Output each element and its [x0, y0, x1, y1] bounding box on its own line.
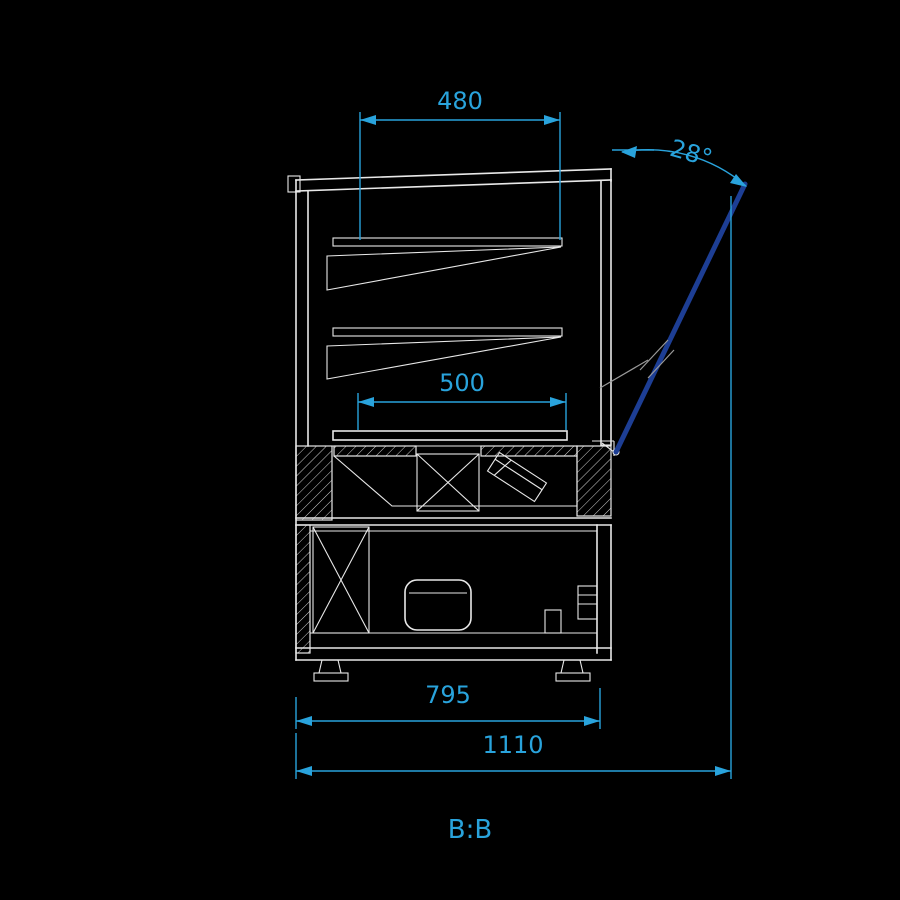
- air-duct-diagonal-2: [416, 453, 480, 512]
- dimension-base-width-label: 795: [425, 681, 471, 709]
- machine-left-insulation: [295, 524, 311, 654]
- support-bracket: [544, 609, 562, 634]
- evaporator-unit: [486, 451, 548, 503]
- foot-left: [313, 659, 349, 682]
- canopy-bottom-edge: [295, 179, 612, 192]
- dimension-deck-width-label: 500: [439, 369, 485, 397]
- shelf-1-board: [332, 237, 563, 247]
- shelf-2-board: [332, 327, 563, 337]
- open-door: [599, 181, 748, 455]
- door-pivot-bracket: [592, 440, 620, 456]
- dimension-base-width: 795: [295, 681, 601, 729]
- compressor-body: [404, 579, 472, 631]
- view-label: B:B: [448, 815, 492, 845]
- dimension-top-width-label: 480: [437, 87, 483, 115]
- door-glass-line: [613, 181, 748, 455]
- dimension-deck-width: 500: [357, 369, 567, 430]
- shelf-2-bracket: [326, 336, 562, 380]
- well-left-insulation: [295, 445, 333, 521]
- well-rim-left-insulation: [333, 445, 417, 457]
- air-duct-box: [416, 453, 480, 512]
- louver-bracket: [577, 585, 598, 620]
- well-right-insulation: [576, 445, 612, 517]
- cabinet-section-drawing: [287, 168, 620, 682]
- dimension-annotations: 480 28° 500 795: [295, 87, 747, 779]
- dimension-top-width: 480: [359, 87, 561, 240]
- dimension-door-angle-label: 28°: [667, 134, 716, 173]
- well-basin: [333, 455, 578, 507]
- dimension-door-angle: 28°: [612, 134, 747, 187]
- canopy-top-edge: [295, 168, 612, 181]
- foot-right: [555, 659, 591, 682]
- dimension-overall-width-label: 1110: [482, 731, 543, 759]
- display-deck: [332, 430, 568, 441]
- dimension-overall-width: 1110: [295, 196, 732, 779]
- back-wall-top-cap: [287, 175, 301, 193]
- door-handle-marks: [599, 339, 675, 389]
- shelf-1-bracket: [326, 246, 562, 291]
- well-rim-right-insulation: [480, 445, 578, 457]
- condenser-diagonal-2: [312, 526, 370, 634]
